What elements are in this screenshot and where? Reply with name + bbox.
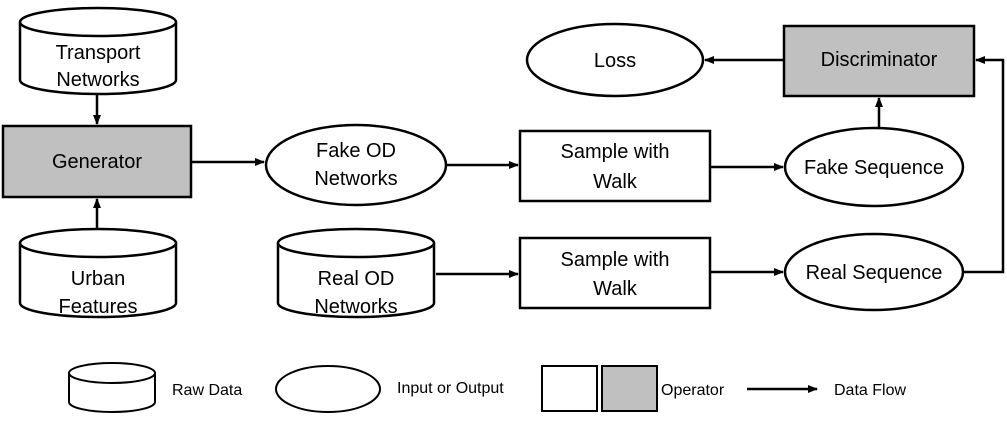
- legend-data-flow: Data Flow: [747, 382, 906, 399]
- real-od-networks-label-line1: Real OD: [318, 268, 395, 290]
- urban-features-label-line2: Features: [59, 296, 138, 318]
- sample-walk-fake-label-line2: Walk: [593, 171, 638, 193]
- real-sequence-label: Real Sequence: [806, 262, 943, 284]
- generator-label: Generator: [52, 151, 142, 173]
- urban-features-label-line1: Urban: [71, 268, 125, 290]
- sample-walk-real-label-line1: Sample with: [561, 249, 670, 271]
- legend-operator-label: Operator: [661, 382, 725, 399]
- fake-sequence-node: Fake Sequence: [783, 126, 965, 208]
- transport-networks-label-line1: Transport: [56, 42, 141, 64]
- legend-raw-data-label: Raw Data: [172, 382, 242, 399]
- transport-networks-label-line2: Networks: [56, 69, 139, 91]
- sample-walk-real-label-line2: Walk: [593, 278, 638, 300]
- fake-od-networks-label-line1: Fake OD: [316, 140, 396, 162]
- sample-walk-real-node: Sample with Walk: [518, 236, 712, 310]
- loss-label: Loss: [594, 50, 636, 72]
- real-od-networks-label-line2: Networks: [314, 296, 397, 318]
- urban-features-node: Urban Features: [18, 227, 178, 319]
- loss-node: Loss: [525, 22, 705, 98]
- legend-raw-data: Raw Data: [68, 362, 242, 413]
- real-sequence-node: Real Sequence: [783, 232, 965, 312]
- transport-networks-node: Transport Networks: [18, 6, 178, 96]
- sample-walk-fake-node: Sample with Walk: [518, 129, 712, 203]
- discriminator-node: Discriminator: [782, 24, 976, 98]
- generator-node: Generator: [1, 124, 193, 199]
- fake-od-networks-node: Fake OD Networks: [264, 123, 448, 207]
- fake-od-networks-label-line2: Networks: [314, 168, 397, 190]
- arrows: [93, 56, 1005, 278]
- real-od-networks-node: Real OD Networks: [276, 227, 436, 319]
- arrow-real-sequence-to-discriminator: [963, 56, 1005, 274]
- legend-input-output-label: Input or Output: [397, 380, 504, 397]
- legend-input-output: Input or Output: [275, 365, 504, 413]
- legend: Raw Data Input or Output Operator Data F…: [68, 362, 906, 413]
- fake-sequence-label: Fake Sequence: [804, 157, 944, 179]
- legend-operator: Operator: [541, 365, 725, 412]
- legend-data-flow-label: Data Flow: [834, 382, 906, 399]
- sample-walk-fake-label-line1: Sample with: [561, 141, 670, 163]
- discriminator-label: Discriminator: [821, 49, 938, 71]
